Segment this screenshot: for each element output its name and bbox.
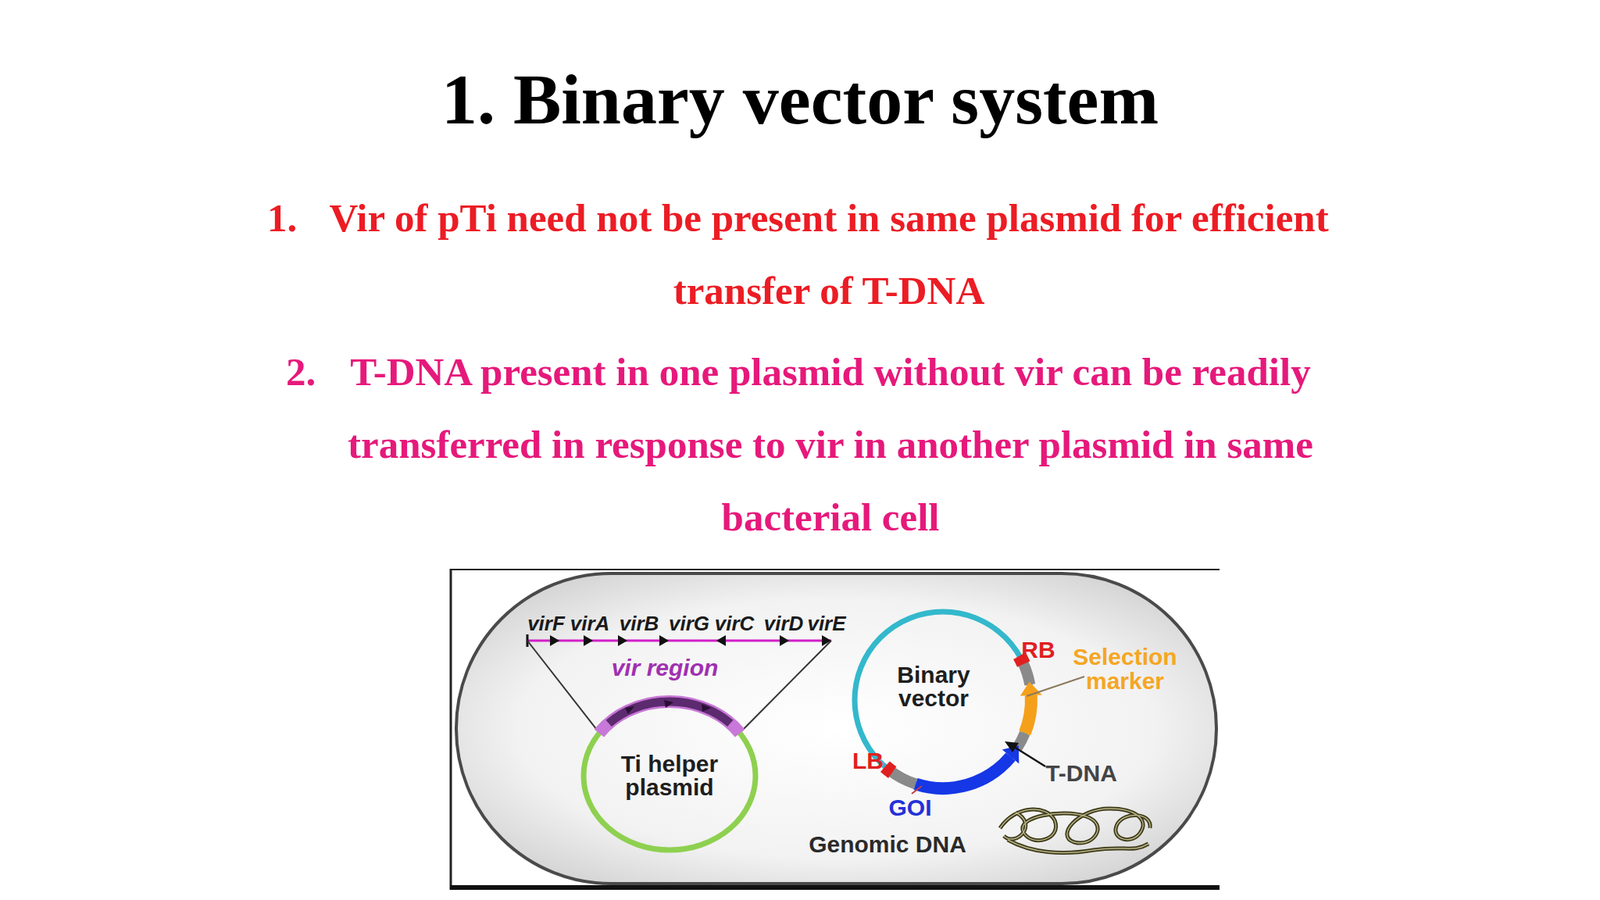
gene-name: virA <box>570 612 611 635</box>
genomic-dna-coil <box>1000 808 1150 854</box>
left-border-mark <box>885 766 893 772</box>
gene-name: virC <box>714 612 755 635</box>
gene-name: virG <box>668 612 710 635</box>
zoom-leader-line <box>527 640 600 733</box>
right-border-mark <box>1019 656 1024 665</box>
region-label: vir region <box>611 655 719 680</box>
genomic-dna-highlight <box>1000 808 1150 854</box>
part-label: T-DNA <box>1045 760 1118 786</box>
plasmid-name: Binary vector <box>886 663 981 711</box>
goi-leader-line <box>911 785 922 794</box>
gene-name: virE <box>807 612 846 635</box>
vir-region-arc-core <box>608 701 731 724</box>
vir-gene-arrow <box>550 635 560 647</box>
t-dna-spacer <box>888 769 916 785</box>
t-dna-pointer-head <box>1004 741 1019 753</box>
selection-leader-line <box>1026 676 1085 697</box>
vir-region-arc <box>599 701 740 734</box>
zoom-leader-line <box>739 640 832 733</box>
gene-name: virD <box>764 612 804 635</box>
border-label: RB <box>1021 637 1055 662</box>
t-dna-pointer-line <box>1014 746 1046 767</box>
vir-gene-arrow <box>617 635 628 647</box>
t-dna-spacer <box>1017 732 1025 748</box>
vir-arc-mark <box>625 706 635 715</box>
list-number: 1. <box>267 182 297 255</box>
frame-left <box>450 568 453 890</box>
vir-gene-arrow <box>779 635 790 647</box>
slide-title: 1. Binary vector system <box>0 56 1600 143</box>
list-item: Vir of pTi need not be present in same p… <box>305 182 1353 328</box>
vir-gene-arrow <box>659 635 669 647</box>
selection-marker-segment <box>1025 695 1032 733</box>
vir-arc-mark <box>701 703 711 712</box>
gene-name: virF <box>527 612 565 635</box>
plasmid-ring <box>583 701 756 850</box>
genomic-dna-strand <box>1000 808 1150 854</box>
selection-marker-arrowhead <box>1020 682 1043 697</box>
border-label: LB <box>852 748 884 773</box>
gene-label: GOI <box>888 795 932 820</box>
vir-gene-arrow <box>583 635 593 647</box>
bacterial-cell <box>456 573 1217 884</box>
vir-arc-mark <box>664 700 674 708</box>
t-dna-spacer <box>1022 662 1030 685</box>
goi-segment <box>915 757 1011 789</box>
part-label: Genomic DNA <box>808 832 967 857</box>
goi-arrowhead <box>1002 745 1020 764</box>
plasmid-name: Ti helper plasmid <box>610 752 729 800</box>
helper-plasmid: Ti helper plasmid <box>580 698 759 854</box>
frame-top <box>450 568 1220 571</box>
marker-label: Selection marker <box>1062 644 1188 693</box>
gene-name: virB <box>619 612 660 635</box>
list-number: 2. <box>285 335 316 409</box>
frame-bottom <box>450 885 1220 890</box>
list-item: T-DNA present in one plasmid without vir… <box>307 335 1354 554</box>
vir-gene-arrow <box>716 635 726 647</box>
